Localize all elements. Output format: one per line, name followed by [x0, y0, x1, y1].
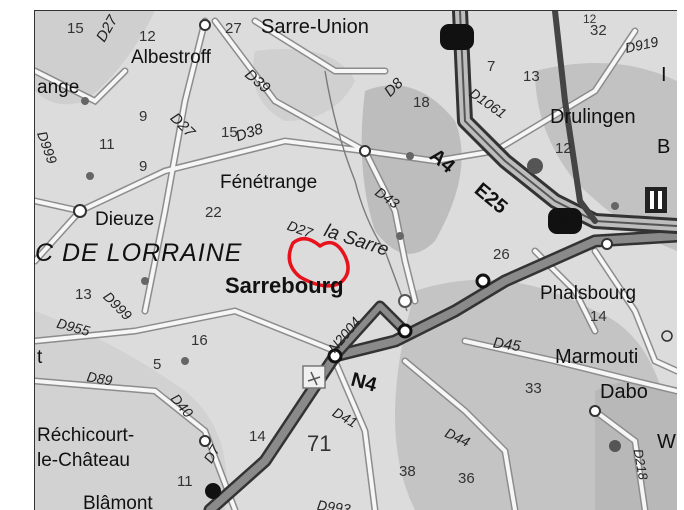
airport-icon [302, 365, 326, 389]
distance-label: 27 [225, 20, 242, 37]
distance-label: 16 [191, 332, 208, 349]
route-nodes [73, 19, 673, 499]
distance-label: 12 [583, 12, 597, 26]
distance-label: 33 [525, 380, 542, 397]
road-d45: D45 [492, 334, 522, 355]
road-d89: D89 [86, 368, 114, 388]
exit-44-label: 44 [557, 214, 573, 230]
distance-label: 14 [590, 308, 607, 325]
road-d218: D218 [631, 448, 651, 482]
town-rechicourt-2: le-Château [37, 450, 130, 471]
distance-label: 36 [458, 470, 475, 487]
town-ange: ange [37, 77, 79, 98]
town-dabo: Dabo [600, 381, 648, 403]
distance-label: 14 [249, 428, 266, 445]
town-w-edge: W [657, 431, 676, 453]
sign-icon [645, 187, 667, 213]
distance-label: 7 [487, 58, 495, 75]
exit-badge-44: 44 [548, 208, 582, 234]
distance-label: 15 [221, 124, 238, 141]
town-rechicourt-1: Réchicourt- [37, 425, 134, 446]
exit-badge-43: 43 [440, 24, 474, 50]
region-lorraine: C DE LORRAINE [35, 239, 242, 267]
secondary-roads [35, 17, 677, 510]
road-map[interactable]: 43 44 Sarre-Union Albestroff ange Drulin… [35, 11, 677, 510]
distance-label: 11 [99, 136, 115, 153]
distance-label: 26 [493, 246, 510, 263]
road-d993: D993 [316, 497, 352, 510]
town-i-edge: I [661, 64, 667, 86]
route-highlight [287, 236, 350, 288]
distance-label: 38 [399, 463, 416, 480]
map-frame[interactable]: 43 44 Sarre-Union Albestroff ange Drulin… [34, 10, 677, 510]
town-phalsbourg: Phalsbourg [540, 283, 636, 304]
town-blamont: Blâmont [83, 493, 153, 510]
town-dieuze: Dieuze [95, 209, 154, 230]
distance-labels: 15 12 27 32 7 13 18 9 11 15 9 22 12 26 1… [67, 12, 607, 490]
distance-label: 12 [139, 28, 156, 45]
sarre-river [324, 70, 408, 312]
town-t-edge: t [37, 347, 43, 368]
national-roads [203, 229, 677, 510]
distance-label: 13 [523, 68, 540, 85]
distance-label: 15 [67, 20, 84, 37]
distance-label: 11 [177, 473, 193, 490]
town-marmoutier: Marmouti [555, 346, 638, 368]
town-drulingen: Drulingen [550, 106, 636, 128]
distance-label: 71 [307, 431, 331, 456]
distance-label: 32 [590, 22, 607, 39]
town-b-edge: B [657, 136, 670, 158]
town-sarrebourg: Sarrebourg [225, 273, 344, 298]
distance-label: 5 [153, 356, 161, 373]
town-sarre-union: Sarre-Union [261, 16, 369, 38]
distance-label: 9 [139, 108, 147, 125]
distance-label: 9 [139, 158, 147, 175]
exit-43-label: 43 [449, 30, 465, 46]
road-d919: D919 [624, 33, 660, 56]
distance-label: 13 [75, 286, 92, 303]
distance-label: 22 [205, 204, 222, 221]
town-labels: Sarre-Union Albestroff ange Drulingen B … [35, 16, 676, 510]
distance-label: 12 [555, 140, 572, 157]
town-fenetrange: Fénétrange [220, 172, 317, 193]
town-albestroff: Albestroff [131, 47, 212, 68]
distance-label: 18 [413, 94, 430, 111]
motorway-a4 [452, 11, 677, 234]
